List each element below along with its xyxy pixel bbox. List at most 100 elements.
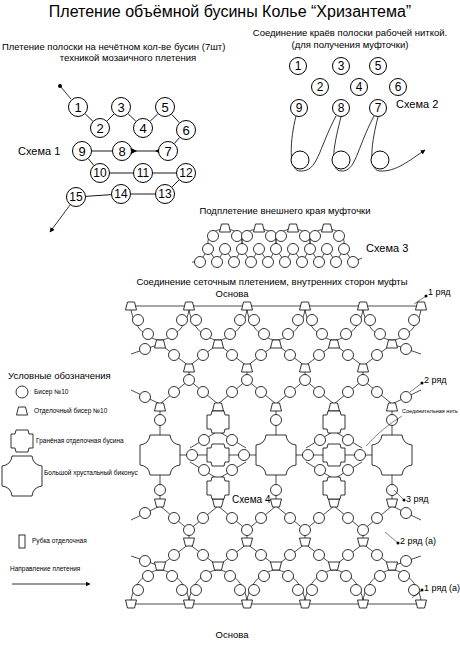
legend-text: Рубка отделочная [32,537,87,544]
legend-text: Направление плетения [10,565,80,572]
legend-entry: Отделочный бисер №10 [34,408,107,415]
bead-circle: 9 [290,99,308,117]
thread [291,116,336,171]
bead-label-box: 8 [112,141,132,161]
legend-text: Большой хрустальный биконус [44,469,138,476]
bead-label-box: 12 [176,163,196,183]
bead-outline [112,185,131,204]
finishing-bead [288,224,299,232]
note-label: Схема 2 [396,99,438,110]
bead-outline [112,98,131,117]
bead-circle: 9 [72,141,92,161]
bead-circle: 1 [289,57,307,75]
legend-entry: Рубка отделочная [32,538,87,545]
bead [242,231,253,242]
thread-line [172,114,180,122]
bead-label-box: 5 [369,57,387,75]
bead-circle: 13 [155,184,175,204]
legend-direction-sample [12,584,90,585]
bead-circle: 1 [68,97,88,117]
bead-outline [390,79,407,96]
legend-text: Бисер №10 [34,388,68,395]
legend-bead-sample [16,386,28,398]
bead [300,231,311,242]
note-label: Соединение сеточным плетением, внутренни… [136,277,407,287]
bead-circle: 10 [90,163,110,183]
thread-arrow [50,205,70,232]
bead [266,231,277,242]
thread-line [110,173,133,174]
bead-outline [312,79,329,96]
bead [220,244,231,255]
bead-label-box: 6 [389,78,407,96]
bead-circle: 6 [389,78,407,96]
bead-label-box: 1 [289,57,307,75]
bead-label-box: 7 [369,99,387,117]
bead-number: 5 [375,60,382,72]
leader-end [421,382,424,385]
bead-outline [156,98,175,117]
net-lower-half [126,462,427,608]
bead-circle: 8 [112,141,132,161]
bead-label-box: 7 [158,141,178,161]
legend-tube-sample [19,535,25,548]
legend-finishing-sample [17,407,28,415]
bead-outline [177,164,196,183]
bead-circle: 15 [66,187,86,207]
bead [291,151,309,169]
note-label: 1 ряд [428,288,451,297]
bead-number: 2 [317,81,324,93]
thread-line [150,114,158,121]
bead [334,231,345,242]
bead-circle: 7 [369,99,387,117]
bead-circle: 14 [111,184,131,204]
bead-label-box: 4 [350,78,368,96]
finishing-bead [322,224,333,232]
bead-number: 8 [338,102,345,114]
bead-outline [113,142,132,161]
thread-arrow [372,117,425,171]
thread [60,86,71,99]
bead-number: 6 [182,124,189,137]
thread-line [128,114,136,121]
bead-outline [91,164,110,183]
note-label: Соединение краёв полоски рабочей ниткой. [253,28,447,38]
note-label: Основа [216,289,249,299]
leader-line [366,296,426,598]
note-label: 3 ряд [406,495,429,504]
bead-circle: 3 [332,57,350,75]
thread-line [88,159,93,166]
bead [288,244,299,255]
bead-number: 14 [114,188,127,200]
bead-circle: 5 [155,97,175,117]
bead [271,244,282,255]
faceted-bead [323,444,345,466]
leader-end [403,499,406,502]
legend-text: Гранёная отделочная бусина [36,437,124,444]
bead [305,244,316,255]
bead-circle: 5 [369,57,387,75]
bead-number: 1 [295,60,302,72]
bead [237,244,248,255]
bead-outline [177,121,196,140]
thread-line [175,138,180,144]
bead-label-box: 8 [332,99,350,117]
bead [297,257,308,268]
bead-label-box: 9 [290,99,308,117]
bead-number: 2 [96,122,103,135]
bead [239,450,250,461]
legend-entry: Большой хрустальный биконус [44,470,138,477]
bead-outline [67,188,86,207]
leader-end [397,542,400,545]
bead-outline [134,119,153,138]
bead-outline [291,100,308,117]
bead-number: 4 [139,122,146,135]
bead [332,151,350,169]
bead-number: 12 [179,167,192,179]
bead-outline [333,58,350,75]
thread-line [153,173,176,174]
note-label: 1 ряд (а) [424,584,460,593]
bead-label-box: 4 [133,118,153,138]
note-label: техникой мозаичного плетения [60,53,196,63]
